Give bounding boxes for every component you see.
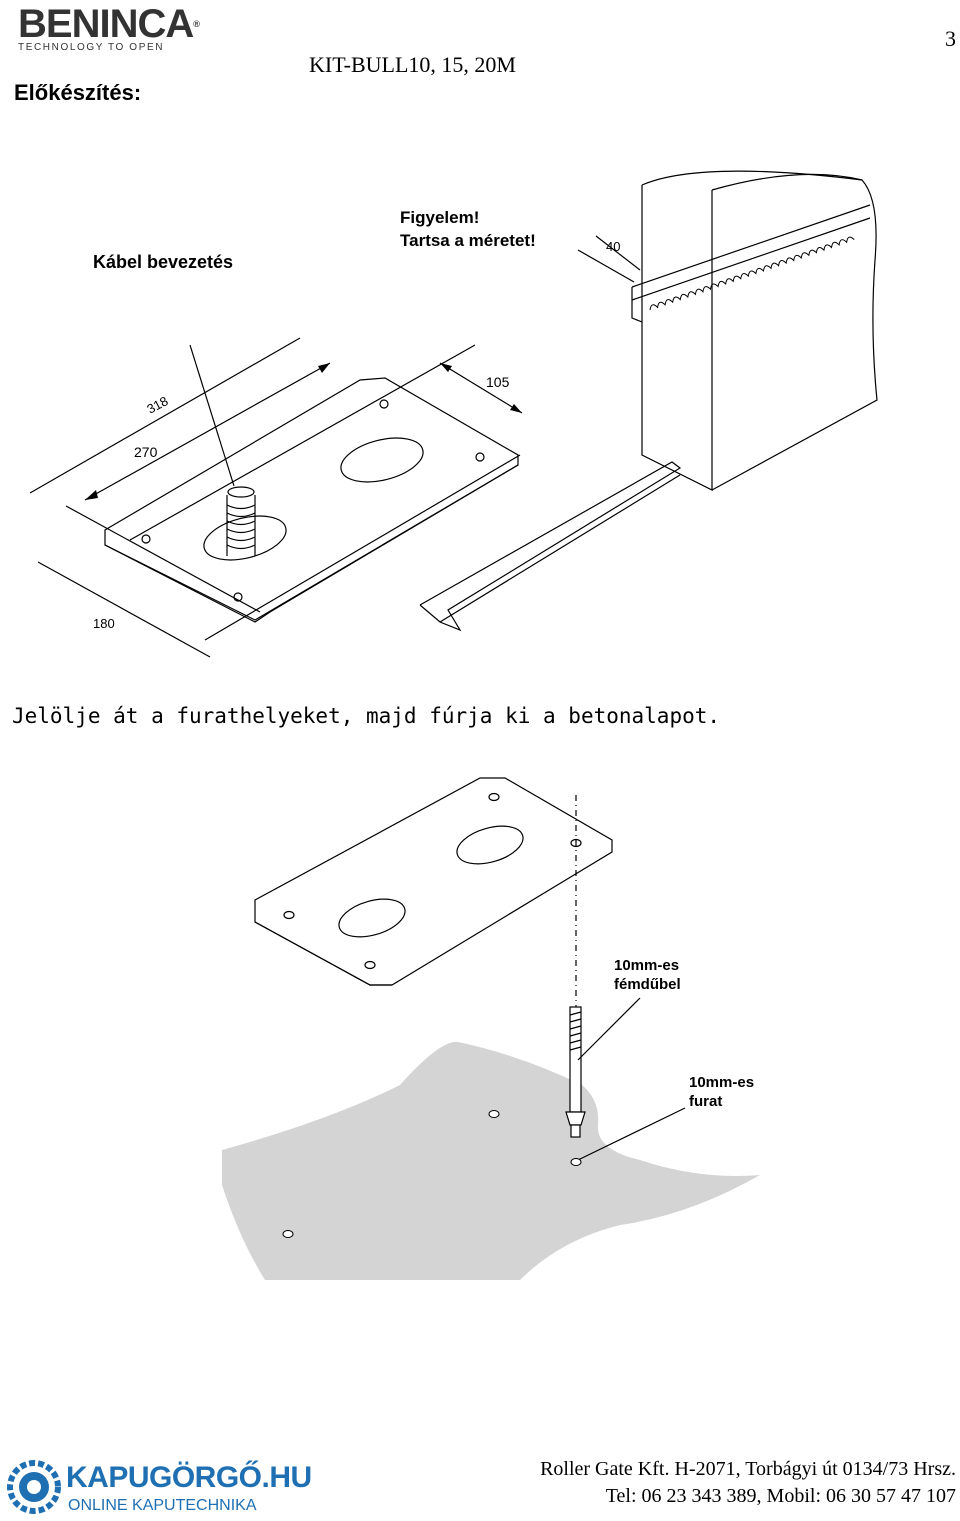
brand-subtitle: ONLINE KAPUTECHNIKA [68,1497,257,1514]
beninca-logo: BENINCA® TECHNOLOGY TO OPEN [18,4,200,54]
logo-wordmark: BENINCA [18,2,194,46]
instruction-text: Jelölje át a furathelyeket, majd fúrja k… [12,704,721,728]
document-title: KIT-BULL10, 15, 20M [309,52,516,77]
label-hole-line-2: furat [689,1093,722,1110]
plate-hole [379,399,389,409]
dimension-line-180 [37,561,211,658]
dimension-318: 318 [144,393,170,416]
plate-hole [141,534,151,544]
metal-dowel [565,1006,586,1138]
company-address: Roller Gate Kft. H-2071, Torbágyi út 013… [540,1458,956,1480]
dimension-line-270 [84,362,331,501]
oval-slot [338,898,406,938]
cable-slot [203,515,287,561]
gear-icon [7,1460,61,1514]
plate-hole [570,838,582,848]
drilled-hole [488,1110,500,1118]
dimension-line-318 [29,337,301,494]
cable-conduit [226,486,256,556]
section-title: Előkészítés: [14,80,142,105]
plate-hole [283,910,295,920]
base-plate-dimension-drawing: Kábel bevezetés Figyelem! Tartsa a méret… [29,170,878,658]
warning-line-1: Figyelem! [400,208,479,227]
label-cable-entry: Kábel bevezetés [93,252,233,272]
logo-tagline: TECHNOLOGY TO OPEN [18,42,165,53]
label-dowel-line-2: fémdűbel [614,976,681,993]
dimension-180: 180 [93,616,115,631]
plate-hole [233,592,243,602]
gate-post [641,185,713,491]
plate-hole [364,960,376,970]
kapugorgo-logo: KAPUGÖRGŐ.HU ONLINE KAPUTECHNIKA [6,1459,312,1519]
drilling-drawing: 10mm-es fémdűbel 10mm-es furat [222,777,760,1280]
company-contact: Tel: 06 23 343 389, Mobil: 06 30 57 47 1… [605,1485,956,1507]
plate-hole [488,792,500,802]
label-hole-line-1: 10mm-es [689,1074,754,1091]
oval-slot [456,825,524,865]
plate-hole [475,452,485,462]
base-plate-top [254,777,613,986]
label-dowel-line-1: 10mm-es [614,957,679,974]
gear-rack [631,204,871,301]
dimension-105: 105 [486,374,510,390]
drilled-hole [570,1158,582,1166]
dimension-40: 40 [606,239,620,254]
oval-slot [340,437,424,483]
brand-name: KAPUGÖRGŐ.HU [66,1461,312,1494]
logo-registered-mark: ® [193,19,200,29]
warning-line-2: Tartsa a méretet! [400,231,536,250]
drilled-hole [282,1230,294,1238]
dimension-line-105 [439,362,523,414]
concrete-base [222,1041,760,1280]
page-number: 3 [945,26,956,51]
guide-rail [419,461,682,632]
dimension-270: 270 [134,444,158,460]
